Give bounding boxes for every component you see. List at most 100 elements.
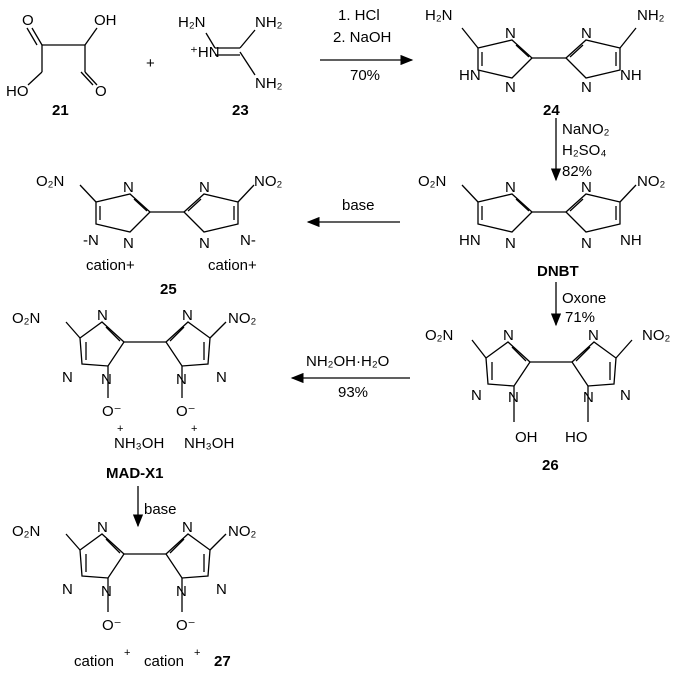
- plus-charge: +: [117, 423, 123, 435]
- nh-label: HN: [459, 232, 481, 249]
- compound-number: 21: [52, 102, 69, 119]
- compound-24: H₂N N HN N N N NH NH₂ 24: [425, 7, 665, 119]
- plus-charge: +: [191, 423, 197, 435]
- nitro-label: O₂N: [36, 173, 64, 190]
- cation-label: cation+: [208, 257, 257, 274]
- reagent-label: NH₂OH·H₂O: [306, 353, 389, 370]
- nitrogen-label: N: [583, 389, 594, 406]
- compound-mad-x1: O₂N N N N N N N NO₂ O⁻ O⁻ + + NH₃OH NH₃O…: [12, 307, 257, 482]
- nh-label: HN: [459, 67, 481, 84]
- compound-number: 25: [160, 281, 177, 298]
- nitrogen-label: N: [471, 387, 482, 404]
- nitro-label: O₂N: [12, 310, 40, 327]
- nitrogen-label: N: [581, 179, 592, 196]
- compound-number: 27: [214, 653, 231, 670]
- nitro-label: O₂N: [418, 173, 446, 190]
- iminium-label: ⁺HN: [190, 44, 220, 61]
- nitrogen-label: N: [216, 581, 227, 598]
- nitro-label: NO₂: [642, 327, 671, 344]
- reagent-label: 1. HCl: [338, 7, 380, 24]
- compound-number: 23: [232, 102, 249, 119]
- reagent-label: base: [144, 501, 177, 518]
- compound-27: O₂N N N N N N N NO₂ O⁻ O⁻ cation + catio…: [12, 519, 257, 670]
- reagent-label: 2. NaOH: [333, 29, 391, 46]
- yield-label: 82%: [562, 163, 592, 180]
- hydroxyl-label: HO: [6, 83, 29, 100]
- amine-label: H₂N: [178, 14, 206, 31]
- nitrogen-label: N: [505, 235, 516, 252]
- nitrogen-label: N: [216, 369, 227, 386]
- nitrogen-label: N: [182, 307, 193, 324]
- compound-23: H₂N ⁺HN NH₂ NH₂ 23: [178, 14, 283, 119]
- nitrogen-label: N: [182, 519, 193, 536]
- compound-26: O₂N N N N N N N NO₂ OH HO 26: [425, 327, 671, 474]
- compound-number: DNBT: [537, 263, 579, 280]
- nitro-label: NO₂: [228, 310, 257, 327]
- oxide-label: O⁻: [102, 617, 122, 634]
- nitrogen-label: N: [508, 389, 519, 406]
- nitrogen-label: N: [123, 179, 134, 196]
- nitrogen-label: N: [581, 25, 592, 42]
- cation-label: cation: [144, 653, 184, 670]
- nitrogen-label: N: [581, 235, 592, 252]
- reagent-label: H₂SO₄: [562, 142, 606, 159]
- amine-label: NH₂: [255, 75, 283, 92]
- compound-21: O OH HO O 21: [6, 12, 117, 119]
- nitrogen-label: N: [505, 25, 516, 42]
- amine-label: H₂N: [425, 7, 453, 24]
- counterion-label: NH₃OH: [114, 435, 164, 452]
- nitrogen-label: N: [101, 371, 112, 388]
- reagent-label: NaNO₂: [562, 121, 610, 138]
- counterion-label: NH₃OH: [184, 435, 234, 452]
- nitro-label: NO₂: [228, 523, 257, 540]
- compound-number: 24: [543, 102, 560, 119]
- oxygen-label: O: [95, 83, 107, 100]
- nitrogen-label: N: [620, 387, 631, 404]
- nitrogen-label: N: [62, 369, 73, 386]
- nitrogen-label: N: [62, 581, 73, 598]
- reagent-label: Oxone: [562, 290, 606, 307]
- nitrogen-label: N: [176, 371, 187, 388]
- nitrogen-label: N: [199, 235, 210, 252]
- nitro-label: O₂N: [425, 327, 453, 344]
- nitrogen-label: N: [97, 307, 108, 324]
- cation-label: cation: [74, 653, 114, 670]
- hydroxyl-label: HO: [565, 429, 588, 446]
- oxygen-label: O: [22, 12, 34, 29]
- nitrogen-label: N: [199, 179, 210, 196]
- yield-label: 71%: [565, 309, 595, 326]
- plus-sign: +: [146, 55, 155, 72]
- nitrogen-label: N: [505, 179, 516, 196]
- nitro-label: NO₂: [637, 173, 666, 190]
- compound-number: 26: [542, 457, 559, 474]
- anionic-nitrogen-label: N-: [240, 232, 256, 249]
- compound-25: O₂N N -N N N N N- NO₂ cation+ cation+ 25: [36, 173, 283, 298]
- nitrogen-label: N: [581, 79, 592, 96]
- nitro-label: O₂N: [12, 523, 40, 540]
- oxide-label: O⁻: [102, 403, 122, 420]
- plus-charge: +: [124, 647, 130, 659]
- compound-dnbt: O₂N N HN N N N NH NO₂ DNBT: [418, 173, 666, 280]
- compound-number: MAD-X1: [106, 465, 164, 482]
- nitrogen-label: N: [176, 583, 187, 600]
- hydroxyl-label: OH: [515, 429, 538, 446]
- nitrogen-label: N: [97, 519, 108, 536]
- cation-label: cation+: [86, 257, 135, 274]
- oxide-label: O⁻: [176, 617, 196, 634]
- nitrogen-label: N: [505, 79, 516, 96]
- oxide-label: O⁻: [176, 403, 196, 420]
- amine-label: NH₂: [637, 7, 665, 24]
- amine-label: NH₂: [255, 14, 283, 31]
- yield-label: 93%: [338, 384, 368, 401]
- plus-charge: +: [194, 647, 200, 659]
- hydroxyl-label: OH: [94, 12, 117, 29]
- anionic-nitrogen-label: -N: [83, 232, 99, 249]
- nitrogen-label: N: [503, 327, 514, 344]
- nh-label: NH: [620, 232, 642, 249]
- reagent-label: base: [342, 197, 375, 214]
- nitrogen-label: N: [123, 235, 134, 252]
- nh-label: NH: [620, 67, 642, 84]
- yield-label: 70%: [350, 67, 380, 84]
- nitro-label: NO₂: [254, 173, 283, 190]
